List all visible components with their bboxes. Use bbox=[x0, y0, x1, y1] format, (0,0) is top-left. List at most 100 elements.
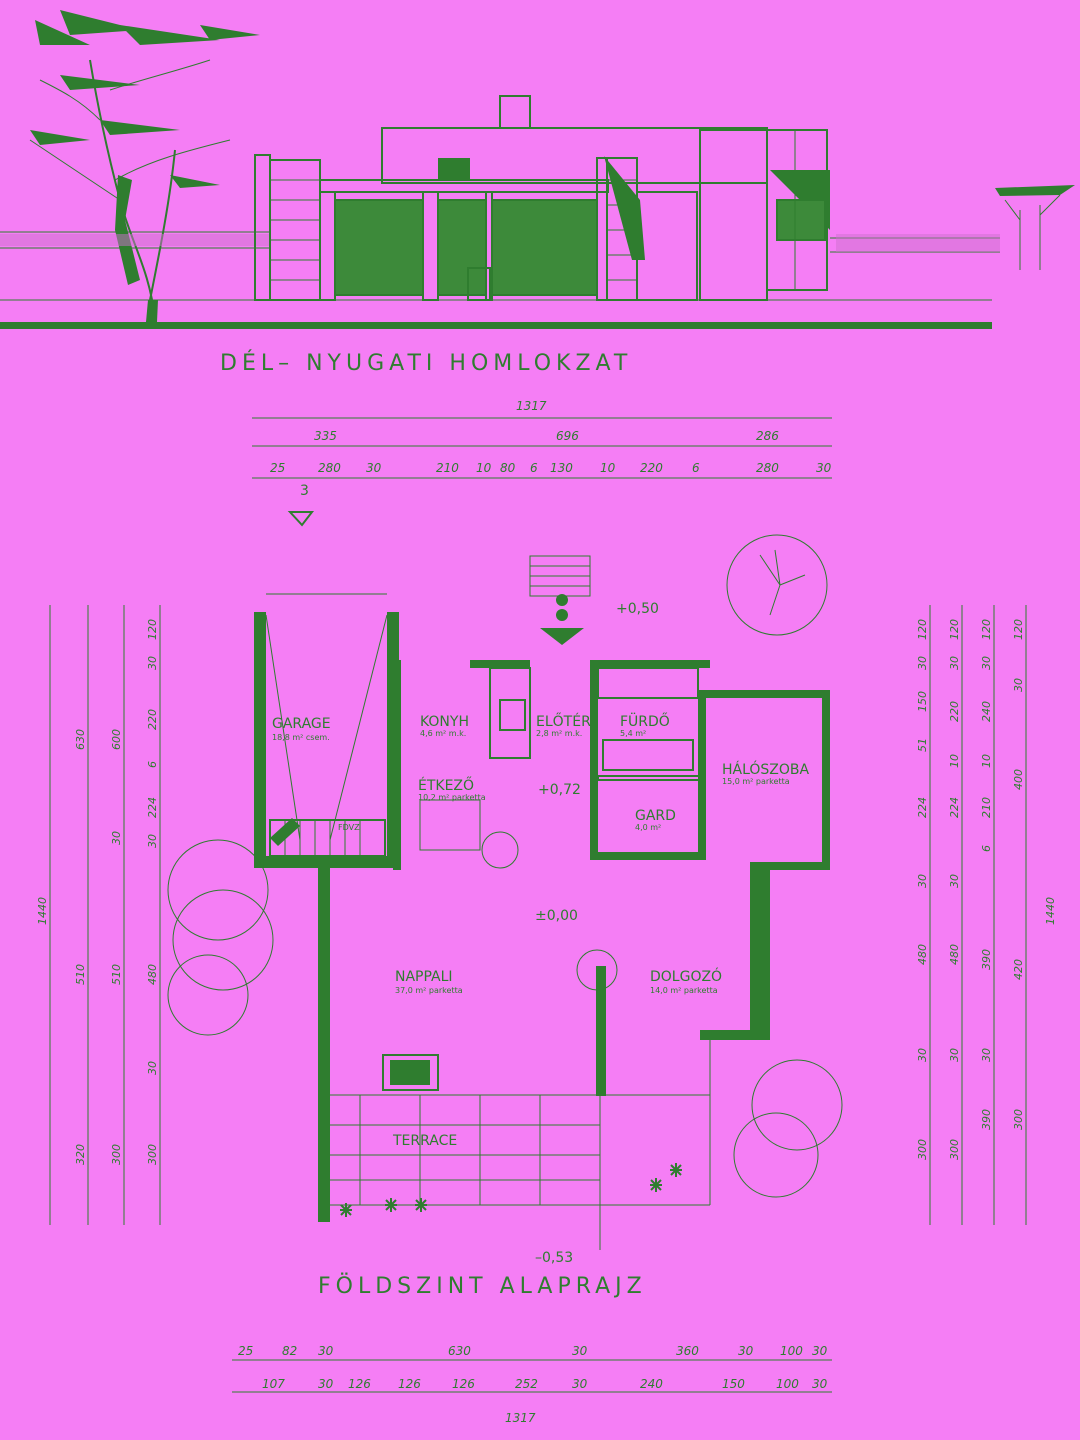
dim-bottom-row2: 30 bbox=[812, 1377, 828, 1391]
dim-left-outer: 510 bbox=[74, 964, 87, 985]
drawing-text: DÉL– NYUGATI HOMLOKZAT FÖLDSZINT ALAPRAJ… bbox=[36, 350, 1057, 1425]
room-area-dolgozo: 14,0 m² parketta bbox=[650, 986, 718, 995]
dim-bottom-row2: 100 bbox=[776, 1377, 799, 1391]
terrace-paving bbox=[330, 1040, 711, 1250]
floor-plan bbox=[167, 511, 843, 1250]
dim-right-col1: 150 bbox=[916, 691, 929, 712]
room-area-eloter: 2,8 m² m.k. bbox=[536, 729, 582, 738]
dim-right-col2: 30 bbox=[948, 1048, 961, 1062]
dim-left-mid: 30 bbox=[110, 831, 123, 845]
dim-top-segment: 10 bbox=[476, 461, 492, 475]
dim-top-segment: 130 bbox=[550, 461, 573, 475]
dim-bottom-row2: 30 bbox=[572, 1377, 588, 1391]
dim-left-inner: 30 bbox=[146, 656, 159, 670]
dim-right-col3: 390 bbox=[980, 949, 993, 970]
room-area-gard: 4,0 m² bbox=[635, 823, 661, 832]
dim-right-col4: 400 bbox=[1012, 769, 1025, 790]
dim-right-col1: 300 bbox=[916, 1139, 929, 1160]
dim-right-col3: 10 bbox=[980, 754, 993, 768]
dim-left-inner: 300 bbox=[146, 1144, 159, 1165]
dim-bottom-row2: 240 bbox=[640, 1377, 663, 1391]
level-entrance: +0,50 bbox=[616, 601, 659, 617]
room-name-dolgozo: DOLGOZÓ bbox=[650, 967, 722, 985]
room-area-nappali: 37,0 m² parketta bbox=[395, 986, 463, 995]
stair-label: FDVZ bbox=[338, 823, 360, 832]
elevation-drawing bbox=[0, 10, 1075, 329]
dim-bottom-row1: 30 bbox=[738, 1344, 754, 1358]
dim-right-col2: 224 bbox=[948, 797, 961, 818]
dim-right-col3: 390 bbox=[980, 1109, 993, 1130]
dim-top-segment: 25 bbox=[270, 461, 285, 475]
dim-top-group: 696 bbox=[556, 429, 579, 443]
dim-top-segment: 10 bbox=[600, 461, 616, 475]
room-name-haloszoba: HÁLÓSZOBA bbox=[722, 760, 810, 778]
dim-left-total: 1440 bbox=[36, 897, 49, 925]
room-name-furdo: FÜRDŐ bbox=[620, 712, 670, 730]
room-name-gard: GARD bbox=[635, 808, 676, 824]
north-marker: 3 bbox=[300, 483, 309, 499]
room-name-eloter: ELŐTÉR bbox=[536, 712, 591, 730]
dim-top-group: 335 bbox=[314, 429, 337, 443]
dim-right-col4: 120 bbox=[1012, 619, 1025, 640]
dim-left-inner: 120 bbox=[146, 619, 159, 640]
dim-top-group: 286 bbox=[756, 429, 779, 443]
dim-bottom-row1: 82 bbox=[282, 1344, 297, 1358]
dim-left-mid: 300 bbox=[110, 1144, 123, 1165]
dim-bottom-row1: 30 bbox=[572, 1344, 588, 1358]
dim-bottom-row2: 126 bbox=[452, 1377, 475, 1391]
dim-right-col3: 210 bbox=[980, 797, 993, 818]
dim-bottom-row1: 100 bbox=[780, 1344, 803, 1358]
dim-bottom-row2: 30 bbox=[318, 1377, 334, 1391]
dim-left-mid: 510 bbox=[110, 964, 123, 985]
dim-bottom-row1: 30 bbox=[318, 1344, 334, 1358]
dim-right-col2: 30 bbox=[948, 656, 961, 670]
plan-title: FÖLDSZINT ALAPRAJZ bbox=[318, 1273, 647, 1299]
dims-left: 1440 630 510 320 600 30 510 300 120 30 2… bbox=[36, 605, 161, 1225]
dim-right-col3: 6 bbox=[980, 845, 993, 852]
dim-right-col2: 300 bbox=[948, 1139, 961, 1160]
dim-bottom-row1: 30 bbox=[812, 1344, 828, 1358]
room-name-etkezo: ÉTKEZŐ bbox=[418, 776, 474, 794]
room-area-furdo: 5,4 m² bbox=[620, 729, 646, 738]
dim-bottom-row2: 150 bbox=[722, 1377, 745, 1391]
dim-left-inner: 480 bbox=[146, 964, 159, 985]
dim-right-col2: 10 bbox=[948, 754, 961, 768]
room-area-konyha: 4,6 m² m.k. bbox=[420, 729, 466, 738]
dim-bottom-row2: 252 bbox=[515, 1377, 538, 1391]
dim-right-col1: 120 bbox=[916, 619, 929, 640]
level-dining: +0,72 bbox=[538, 782, 581, 798]
room-name-nappali: NAPPALI bbox=[395, 969, 453, 985]
room-name-konyha: KONYH bbox=[420, 714, 469, 730]
dim-bottom-row1: 630 bbox=[448, 1344, 471, 1358]
dim-right-col4: 420 bbox=[1012, 959, 1025, 980]
dim-right-col1: 480 bbox=[916, 944, 929, 965]
room-name-garage: GARAGE bbox=[272, 716, 331, 732]
level-living: ±0,00 bbox=[535, 908, 578, 924]
dim-top-segment: 6 bbox=[530, 461, 538, 475]
stair bbox=[269, 818, 386, 857]
dim-left-outer: 320 bbox=[74, 1144, 87, 1165]
dim-right-col2: 30 bbox=[948, 874, 961, 888]
dim-top-segment: 6 bbox=[692, 461, 700, 475]
dim-top-segment: 280 bbox=[756, 461, 779, 475]
dim-right-col3: 240 bbox=[980, 701, 993, 722]
dim-right-col4: 30 bbox=[1012, 678, 1025, 692]
dim-right-col2: 120 bbox=[948, 619, 961, 640]
dim-top-segment: 30 bbox=[366, 461, 382, 475]
tree-left bbox=[29, 10, 260, 322]
dim-top-segment: 30 bbox=[816, 461, 832, 475]
dim-left-outer: 630 bbox=[74, 729, 87, 750]
dim-right-col1: 30 bbox=[916, 1048, 929, 1062]
dim-bottom-row1: 25 bbox=[238, 1344, 253, 1358]
dim-right-col2: 480 bbox=[948, 944, 961, 965]
dim-right-col3: 30 bbox=[980, 1048, 993, 1062]
site-trees bbox=[167, 534, 843, 1198]
dim-left-inner: 30 bbox=[146, 834, 159, 848]
dim-bottom-row2: 126 bbox=[398, 1377, 421, 1391]
dim-bottom-row2: 107 bbox=[262, 1377, 285, 1391]
dim-bottom-row2: 126 bbox=[348, 1377, 371, 1391]
dim-right-col3: 120 bbox=[980, 619, 993, 640]
dim-right-col1: 51 bbox=[916, 738, 929, 752]
dim-left-inner: 220 bbox=[146, 709, 159, 730]
room-area-etkezo: 10,2 m² parketta bbox=[418, 793, 486, 802]
